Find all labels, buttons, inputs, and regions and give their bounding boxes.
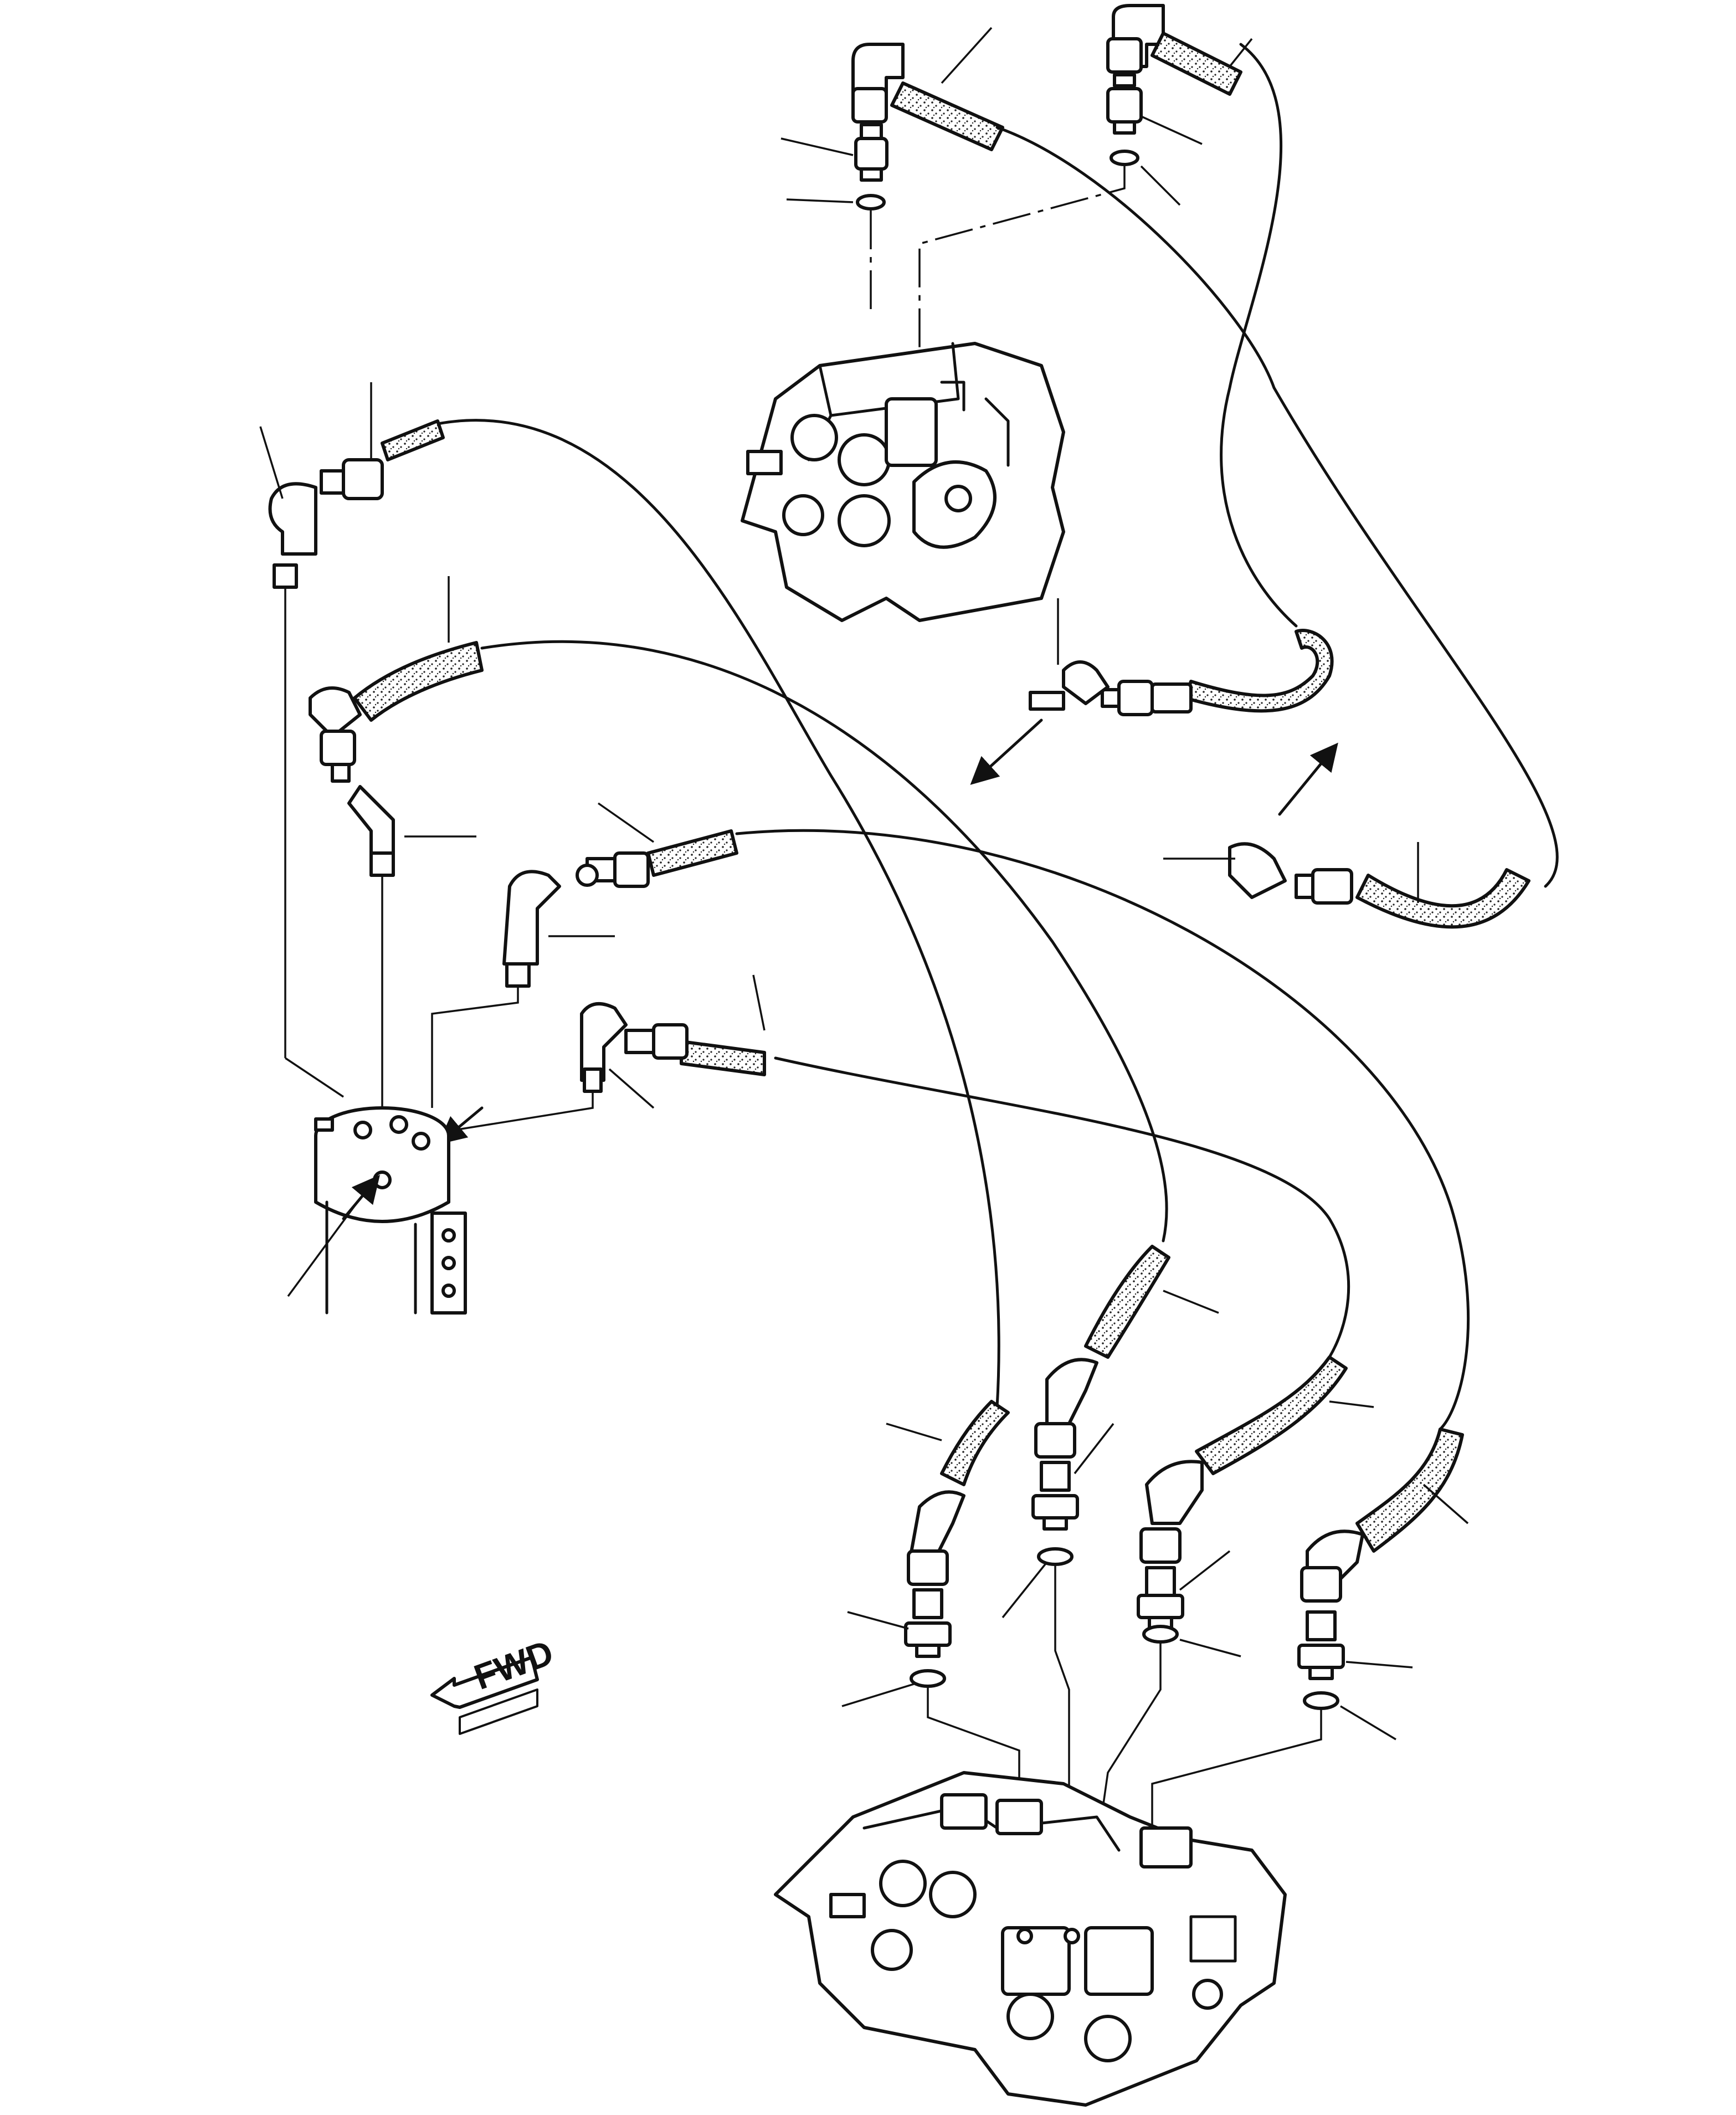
right-middle-upper-hose [1184,629,1334,713]
bottom-fitting-d [1297,1529,1364,1710]
swivel-joint [285,1057,484,1315]
left-elbow-fitting-4 [580,1002,689,1093]
control-valve-lower [774,1771,1287,2107]
bottom-fitting-b [1031,1358,1098,1566]
left-elbow-fitting-3 [502,851,650,988]
left-hose-2 [353,641,484,722]
left-hose-1 [381,419,445,461]
left-hose-3 [646,829,738,877]
upper-valve-hose-group [741,4,1253,622]
right-middle-lower-fitting [1228,842,1353,905]
bottom-fitting-c [1137,1460,1204,1644]
right-middle-lower-hose [1355,868,1530,929]
right-middle-hose-group [970,598,1530,929]
upper-right-hose-end [1151,32,1242,96]
left-hose-4 [680,1040,766,1076]
left-elbow-fitting-2 [309,686,395,877]
bottom-hose-b [1084,1245,1170,1359]
upper-left-hose-end [890,81,1004,151]
bottom-hose-group [841,1245,1469,1950]
right-middle-upper-fitting [1029,660,1193,716]
control-valve-upper [741,342,1065,622]
left-hose-group [259,382,766,1131]
upper-left-elbow-fitting [851,43,905,211]
bottom-hose-a [940,1400,1010,1486]
upper-right-elbow-fitting [1106,4,1165,166]
bottom-hose-d [1355,1428,1464,1553]
fwd-arrow: FWD [430,1633,558,1735]
bottom-fitting-a [904,1490,965,1688]
bottom-hose-c [1195,1356,1348,1475]
left-elbow-fitting-1 [268,458,384,589]
long-hose-lines [436,43,1559,1431]
